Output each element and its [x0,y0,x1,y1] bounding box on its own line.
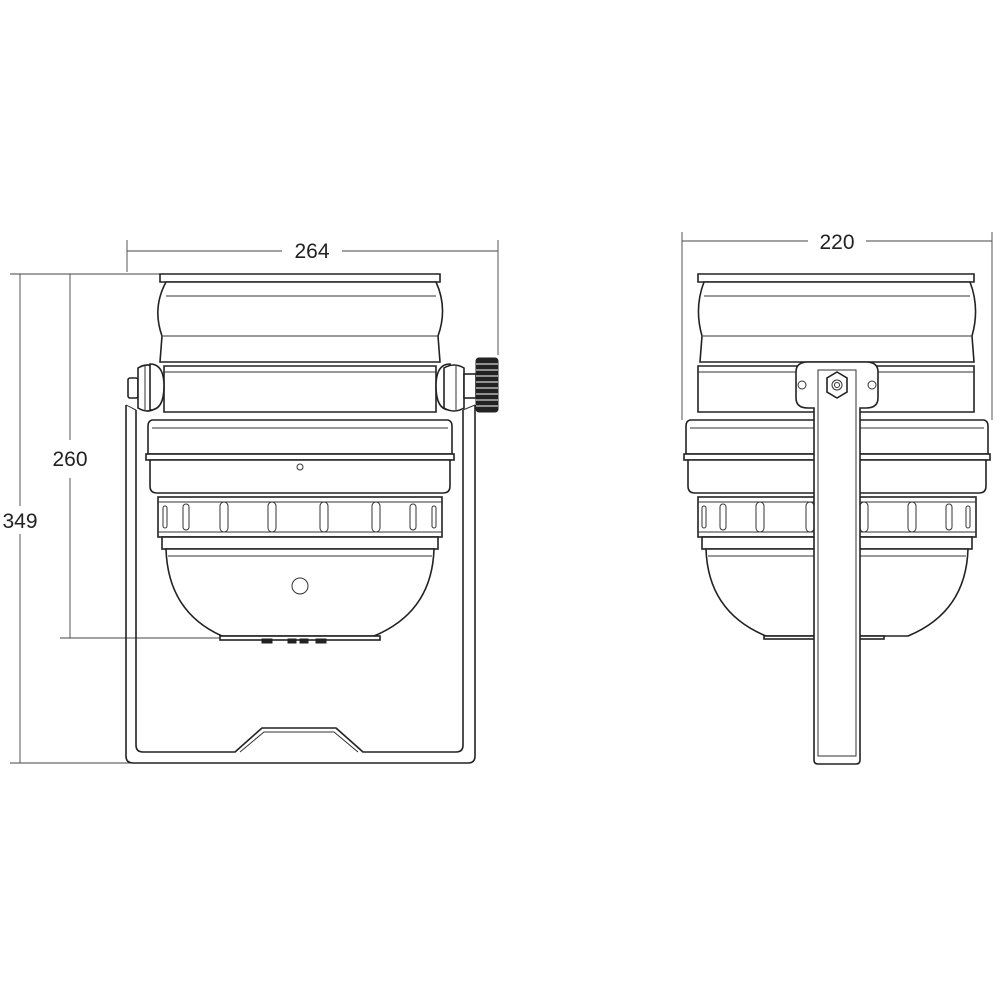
height-label-349: 349 [2,510,37,533]
width-label-220: 220 [819,231,854,254]
front-yoke-bracket [125,404,476,764]
front-view: 264 260 349 [2,240,499,764]
width-dimension-264: 264 [126,240,499,355]
height-dimension-349: 349 [2,273,130,764]
front-can-body [145,273,455,644]
width-dimension-220: 220 [681,231,993,420]
width-label-264: 264 [294,240,329,263]
side-view: 220 [681,231,993,765]
locking-knob-icon [475,357,499,413]
side-yoke-arm [795,361,879,765]
pivot-nut-icon [826,371,848,399]
left-pivot-knob [127,363,165,412]
vent-slots [162,501,437,533]
right-pivot-knob [435,357,499,413]
height-label-260: 260 [52,448,87,471]
